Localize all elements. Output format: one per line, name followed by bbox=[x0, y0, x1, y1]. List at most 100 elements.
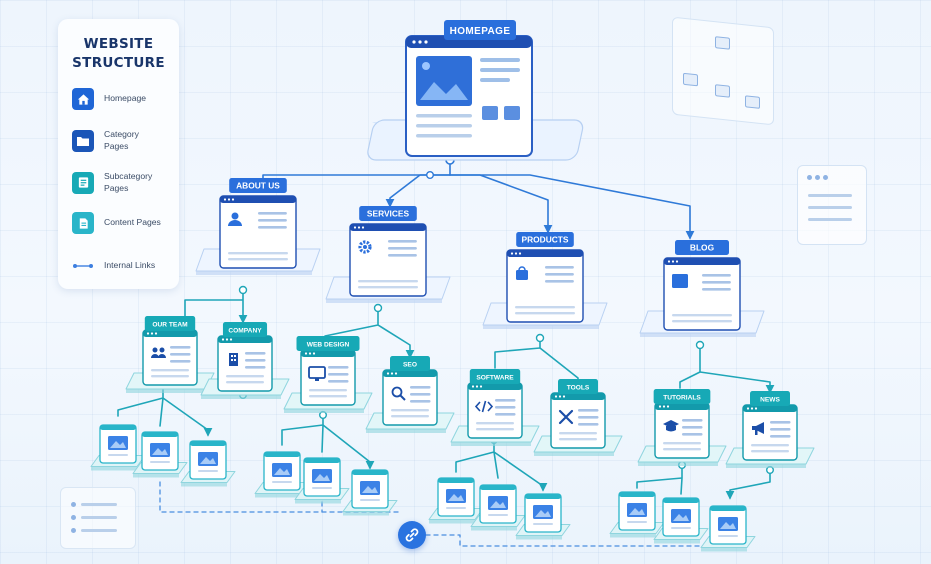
subcategory-tag bbox=[296, 336, 360, 351]
category-node: ABOUT US bbox=[195, 178, 321, 275]
link-line-icon bbox=[72, 255, 94, 277]
subcategory-tag bbox=[390, 356, 430, 371]
list-card-decoration bbox=[797, 165, 867, 245]
legend-item-label: Internal Links bbox=[104, 260, 156, 271]
monitor-icon bbox=[308, 366, 326, 381]
connector-about-sub bbox=[184, 289, 243, 322]
homepage-node: HOMEPAGE bbox=[367, 20, 584, 161]
content-page-node bbox=[470, 484, 526, 531]
subcategory-label: TUTORIALS bbox=[663, 395, 701, 402]
homepage-label: HOMEPAGE bbox=[450, 26, 511, 37]
legend-item-label: Homepage bbox=[104, 93, 147, 104]
subcategory-label: SEO bbox=[403, 362, 417, 369]
subcategory-node: WEB DESIGN bbox=[283, 336, 373, 413]
legend-item-category: Category Pages bbox=[72, 129, 164, 152]
content-page-node bbox=[609, 491, 665, 538]
gear-icon bbox=[358, 240, 372, 254]
homepage-tag bbox=[444, 20, 516, 40]
subcategory-tag bbox=[653, 389, 711, 404]
subcategory-nodes: OUR TEAM COMPANY WEB DESIGN SEO SOFTWARE TOOL… bbox=[125, 316, 815, 468]
building-icon bbox=[229, 353, 238, 366]
category-tag bbox=[359, 206, 417, 221]
content-page-node bbox=[90, 424, 146, 471]
search-icon bbox=[391, 386, 406, 401]
subcategory-label: SOFTWARE bbox=[476, 375, 514, 382]
subcategory-node: TUTORIALS bbox=[637, 389, 727, 466]
content-page-node bbox=[515, 493, 571, 540]
connector-home-blog bbox=[449, 174, 695, 240]
legend-item-content: Content Pages bbox=[72, 212, 164, 234]
code-icon bbox=[474, 400, 494, 413]
page-window bbox=[506, 249, 584, 323]
legend-item-homepage: Homepage bbox=[72, 88, 164, 110]
subcategory-tag bbox=[750, 391, 790, 406]
connector-tutorials-content bbox=[636, 464, 771, 498]
content-page-node bbox=[254, 451, 310, 498]
legend-item-subcategory: Subcategory Pages bbox=[72, 171, 164, 194]
content-nodes bbox=[90, 424, 756, 552]
folder-icon bbox=[72, 129, 94, 152]
legend-item-links: Internal Links bbox=[72, 255, 164, 277]
subcategory-tag bbox=[222, 322, 268, 337]
content-page-node bbox=[653, 497, 709, 544]
subcategory-label: OUR TEAM bbox=[152, 322, 188, 329]
content-page-node bbox=[180, 440, 236, 487]
team-icon bbox=[151, 347, 166, 358]
content-page-node bbox=[132, 431, 188, 478]
legend-item-label: Content Pages bbox=[104, 217, 161, 228]
graduation-cap-icon bbox=[663, 420, 679, 432]
legend-title-line1: WEBSITE bbox=[83, 36, 154, 52]
document-icon bbox=[72, 212, 94, 234]
subcategory-node: NEWS bbox=[725, 391, 815, 468]
page-window bbox=[219, 195, 297, 269]
category-node: BLOG bbox=[639, 240, 765, 337]
connector-home-products bbox=[449, 174, 553, 234]
category-tag bbox=[675, 240, 729, 255]
category-node: SERVICES bbox=[325, 206, 451, 303]
category-label: ABOUT US bbox=[236, 181, 280, 191]
subcategory-node: OUR TEAM bbox=[125, 316, 215, 393]
subcategory-tag bbox=[144, 316, 196, 331]
subcategory-label: COMPANY bbox=[228, 328, 262, 335]
content-page-node bbox=[700, 505, 756, 552]
category-label: BLOG bbox=[690, 243, 714, 253]
legend-title: WEBSITE STRUCTURE bbox=[58, 35, 179, 73]
internal-link-badge bbox=[398, 521, 426, 549]
subcategory-node: TOOLS bbox=[533, 379, 623, 456]
megaphone-icon bbox=[752, 422, 764, 435]
subcategory-node: SOFTWARE bbox=[450, 369, 540, 446]
home-icon bbox=[72, 88, 94, 110]
legend-panel: WEBSITE STRUCTURE Homepage Category Page… bbox=[58, 19, 179, 289]
subcategory-node: COMPANY bbox=[200, 322, 290, 399]
content-page-node bbox=[342, 469, 398, 516]
content-page-node bbox=[428, 477, 484, 524]
connector-home-services bbox=[385, 174, 451, 208]
page-window bbox=[349, 223, 427, 297]
connector-webdesign-content bbox=[281, 414, 370, 468]
category-label: SERVICES bbox=[367, 209, 410, 219]
user-icon bbox=[228, 212, 242, 226]
shopping-bag-icon bbox=[516, 266, 528, 280]
subcategory-node: SEO bbox=[365, 356, 455, 433]
category-node: PRODUCTS bbox=[482, 232, 608, 329]
category-tag bbox=[229, 178, 287, 193]
tools-icon bbox=[558, 409, 574, 425]
category-nodes: ABOUT US SERVICES PRODUCTS BLOG bbox=[195, 178, 765, 337]
category-tag bbox=[516, 232, 574, 247]
subcategory-label: TOOLS bbox=[567, 385, 590, 392]
connector-blog-sub bbox=[679, 344, 770, 392]
connector-home-about bbox=[258, 159, 451, 190]
legend-title-line2: STRUCTURE bbox=[72, 55, 165, 71]
subcategory-page-icon bbox=[72, 171, 94, 194]
subcategory-label: NEWS bbox=[760, 397, 780, 404]
list-card-decoration bbox=[60, 487, 136, 549]
content-page-node bbox=[294, 457, 350, 504]
page-window bbox=[663, 257, 741, 331]
subcategory-label: WEB DESIGN bbox=[307, 342, 350, 349]
article-icon bbox=[672, 274, 688, 288]
subcategory-tag bbox=[558, 379, 598, 394]
legend-item-label: Subcategory Pages bbox=[104, 171, 153, 193]
subcategory-tag bbox=[469, 369, 521, 384]
legend-item-label: Category Pages bbox=[104, 129, 139, 151]
